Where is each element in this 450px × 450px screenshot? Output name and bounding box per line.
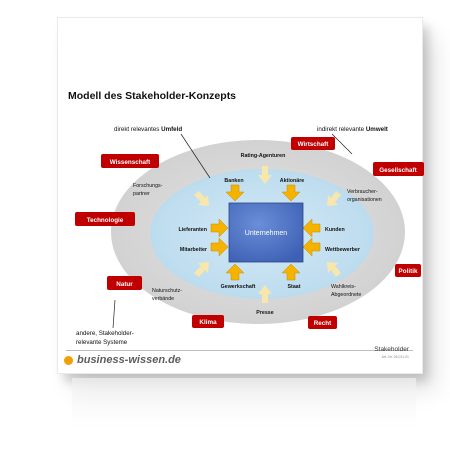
label-economy: Wirtschaft — [298, 141, 330, 148]
box-science — [101, 154, 159, 168]
label-suppliers: Lieferanten — [178, 227, 207, 233]
box-nature — [107, 276, 142, 290]
indirect-stakeholder-boxes — [75, 137, 424, 329]
label-technology: Technologie — [87, 217, 124, 224]
label-law: Recht — [314, 320, 332, 327]
direct-stakeholder-labels-plain: Forschungs- partner Verbraucher- organis… — [133, 183, 382, 302]
arrow-rating — [258, 166, 272, 184]
box-climate — [192, 315, 224, 328]
direct-zone-label: direkt relevantes Umfeld — [114, 126, 182, 133]
center-company-box — [228, 202, 304, 263]
other-systems-label: andere, Stakeholder- relevante Systeme — [76, 330, 134, 346]
page-reflection — [72, 378, 416, 428]
label-customers: Kunden — [325, 227, 345, 233]
arrow-press — [258, 285, 272, 303]
label-other-systems-2: relevante Systeme — [76, 339, 128, 346]
label-press: Presse — [256, 310, 273, 316]
arrow-consumer — [327, 191, 341, 206]
arrow-nature-org — [194, 262, 209, 277]
arrow-suppliers — [210, 218, 229, 238]
arrow-shareholders — [281, 184, 301, 202]
label-competitors: Wettbewerber — [325, 247, 360, 253]
label-nature-org-1: Naturschutz- — [152, 288, 182, 294]
label-research-partner-1: Forschungs- — [133, 183, 163, 189]
arrow-employees — [210, 237, 229, 257]
label-state: Staat — [288, 284, 301, 290]
label-rating-agencies: Rating-Agenturen — [241, 153, 286, 159]
brand-logo: business-wissen.de — [64, 354, 181, 366]
indirect-zone-label: indirekt relevante Umwelt — [317, 126, 388, 133]
arrow-union — [225, 263, 245, 281]
label-constituency-2: Abgeordnete — [331, 292, 361, 298]
box-technology — [75, 212, 135, 226]
label-research-partner-2: partner — [133, 191, 150, 197]
pointer-line-other — [112, 299, 116, 329]
box-law — [308, 316, 337, 329]
indirect-stakeholder-labels: Wirtschaft Wissenschaft Gesellschaft Tec… — [87, 141, 418, 327]
outer-influence-arrows — [194, 166, 341, 303]
box-economy — [291, 137, 335, 150]
label-shareholders: Aktionäre — [280, 178, 304, 184]
arrow-constituency — [327, 262, 341, 277]
arrow-banks — [225, 184, 245, 202]
influence-arrows — [210, 184, 321, 281]
footer-divider — [66, 350, 413, 351]
brand-name: business-wissen.de — [77, 354, 181, 366]
box-society — [373, 162, 424, 176]
direct-stakeholder-labels: Rating-Agenturen Banken Aktionäre Liefer… — [178, 153, 360, 316]
label-employees: Mitarbeiter — [180, 247, 207, 253]
label-consumer-org-2: organisationen — [347, 197, 382, 203]
label-banks: Banken — [224, 178, 243, 184]
page-title: Modell des Stakeholder-Konzepts — [68, 90, 237, 102]
footer-title: Stakeholder — [374, 346, 409, 353]
label-consumer-org-1: Verbraucher- — [347, 189, 378, 195]
label-other-systems-1: andere, Stakeholder- — [76, 330, 134, 337]
arrow-state — [281, 263, 301, 281]
label-politics: Politik — [399, 268, 418, 275]
brand-dot-icon — [64, 355, 73, 365]
center-company-label: Unternehmen — [245, 230, 288, 237]
label-society: Gesellschaft — [379, 167, 417, 174]
label-science: Wissenschaft — [110, 159, 151, 166]
arrow-competitors — [302, 237, 321, 257]
label-climate: Klima — [199, 319, 217, 326]
arrow-research — [194, 191, 209, 206]
footer-article-code: Art.-Nr. 06.011.01 — [381, 355, 409, 359]
box-politics — [395, 264, 421, 277]
arrow-customers — [302, 218, 321, 238]
label-constituency-1: Wahlkreis- — [331, 284, 356, 290]
pointer-line-direct — [180, 133, 211, 179]
label-nature-org-2: verbände — [152, 296, 174, 302]
pointer-line-indirect — [331, 133, 353, 155]
label-union: Gewerkschaft — [221, 284, 256, 290]
label-nature: Natur — [116, 281, 133, 288]
